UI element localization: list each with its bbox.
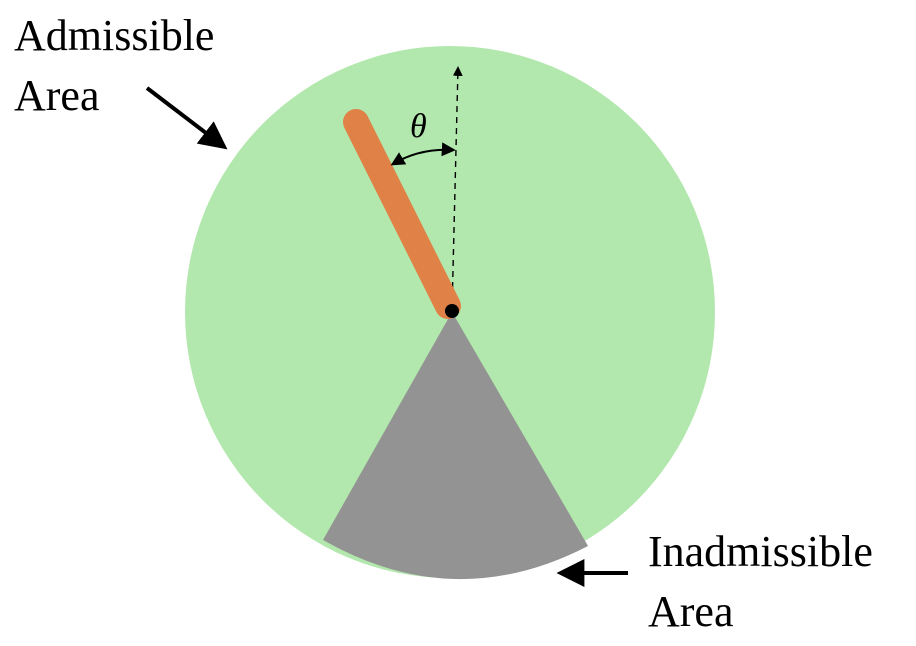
- admissible-label-line1: Admissible: [14, 11, 215, 60]
- pendulum-rod: [343, 109, 461, 319]
- angle-theta-label: θ: [410, 108, 427, 145]
- inadmissible-label-line2: Area: [648, 587, 734, 636]
- angle-arc-arrow: [390, 142, 456, 166]
- inadmissible-label-line1: Inadmissible: [648, 527, 873, 576]
- admissible-pointer-arrow: [145, 86, 228, 150]
- vertical-reference-line: [451, 66, 463, 311]
- inadmissible-sector: [323, 312, 588, 580]
- admissible-label-line2: Area: [14, 71, 100, 120]
- pivot-dot-icon: [445, 304, 459, 318]
